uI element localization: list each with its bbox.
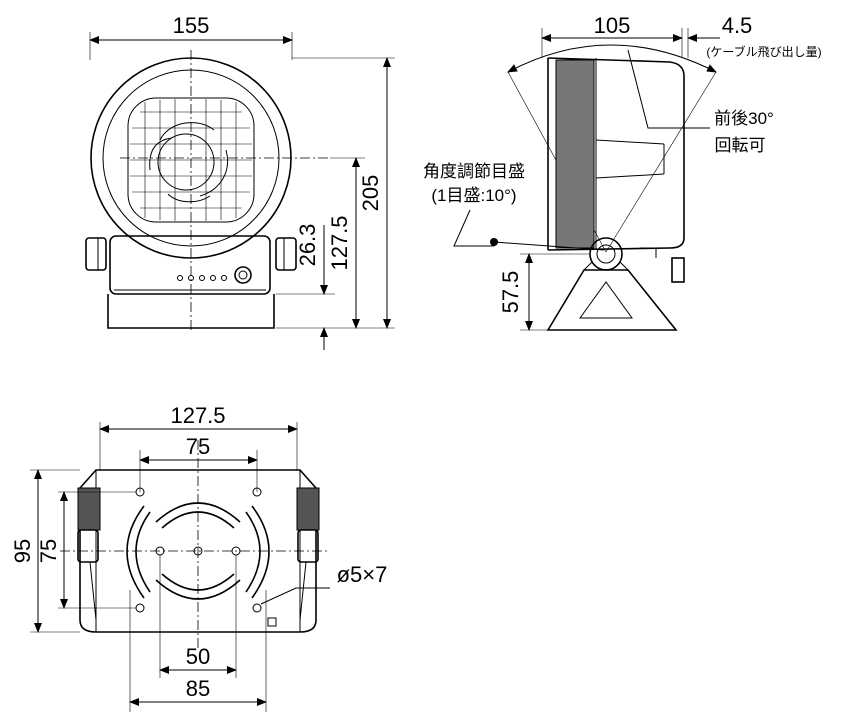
bottom-inner-pitch-dim: 50 xyxy=(186,644,210,669)
side-housing xyxy=(547,57,685,251)
fan-hub xyxy=(157,133,215,191)
mount-hole xyxy=(252,487,262,497)
bottom-view: 127.5 75 xyxy=(10,403,387,712)
arc-slot-right-outer xyxy=(251,505,270,599)
mount-hole xyxy=(252,603,262,613)
bottom-outer-pitch-dim: 85 xyxy=(186,676,210,701)
control-led xyxy=(210,275,216,281)
control-led xyxy=(188,275,194,281)
arc-slot-top-outer xyxy=(155,502,241,523)
control-dial xyxy=(234,266,252,284)
side-pivot-height-dim: 57.5 xyxy=(498,271,523,314)
control-led xyxy=(221,275,227,281)
side-cable-dim: 4.5 xyxy=(722,13,753,38)
bottom-cable-tab xyxy=(267,617,277,627)
side-depth-dim: 105 xyxy=(594,13,631,38)
front-base-dim: 26.3 xyxy=(295,224,320,267)
arc-slot-left xyxy=(135,511,151,593)
angle-scale-note-1: 角度調節目盛 xyxy=(423,162,525,181)
front-view: 155 xyxy=(85,13,395,350)
bottom-depth-hole-dim: 75 xyxy=(36,539,61,563)
side-pivot-outer xyxy=(589,237,623,271)
front-center-height-dim: 127.5 xyxy=(327,215,352,270)
bottom-right-knob xyxy=(297,529,319,563)
slot-size-note: ø5×7 xyxy=(337,562,388,587)
front-base-foot xyxy=(107,294,275,329)
tilt-arc xyxy=(507,44,717,73)
side-view: 105 4.5 (ケーブル飛び出し量) 角度調節目盛 (1目盛:10° xyxy=(423,13,822,331)
arc-slot-right xyxy=(245,511,261,593)
fan-blades xyxy=(149,122,228,203)
angle-scale-pointer xyxy=(490,238,498,246)
front-base-body xyxy=(109,235,271,295)
bottom-right-grille xyxy=(296,487,320,531)
bottom-outer-width-dim: 127.5 xyxy=(170,403,225,428)
arc-slot-bottom-outer xyxy=(155,579,241,600)
arc-slot-top-inner xyxy=(161,511,235,529)
bottom-left-knob xyxy=(77,529,99,563)
right-tilt-knob xyxy=(275,237,297,271)
arc-slot-left-outer xyxy=(126,505,145,599)
side-cable-note: (ケーブル飛び出し量) xyxy=(706,44,821,59)
side-stand xyxy=(546,269,678,331)
side-pivot-inner xyxy=(596,244,616,264)
side-cable-outlet xyxy=(671,257,685,283)
bottom-depth-outer-dim: 95 xyxy=(10,539,35,563)
arc-slot-bottom-inner xyxy=(161,573,235,591)
bottom-left-grille xyxy=(77,487,101,531)
control-led xyxy=(177,275,183,281)
control-panel xyxy=(177,266,252,284)
tilt-note-2: 回転可 xyxy=(715,136,766,155)
mount-hole xyxy=(193,546,203,556)
mount-hole xyxy=(135,603,145,613)
angle-scale-note-2: (1目盛:10°) xyxy=(431,186,516,205)
left-tilt-knob xyxy=(85,237,107,271)
tilt-note-1: 前後30° xyxy=(714,109,774,128)
front-width-dim: 155 xyxy=(173,13,210,38)
front-height-dim: 205 xyxy=(358,175,383,212)
side-grille xyxy=(555,59,595,249)
control-led xyxy=(199,275,205,281)
